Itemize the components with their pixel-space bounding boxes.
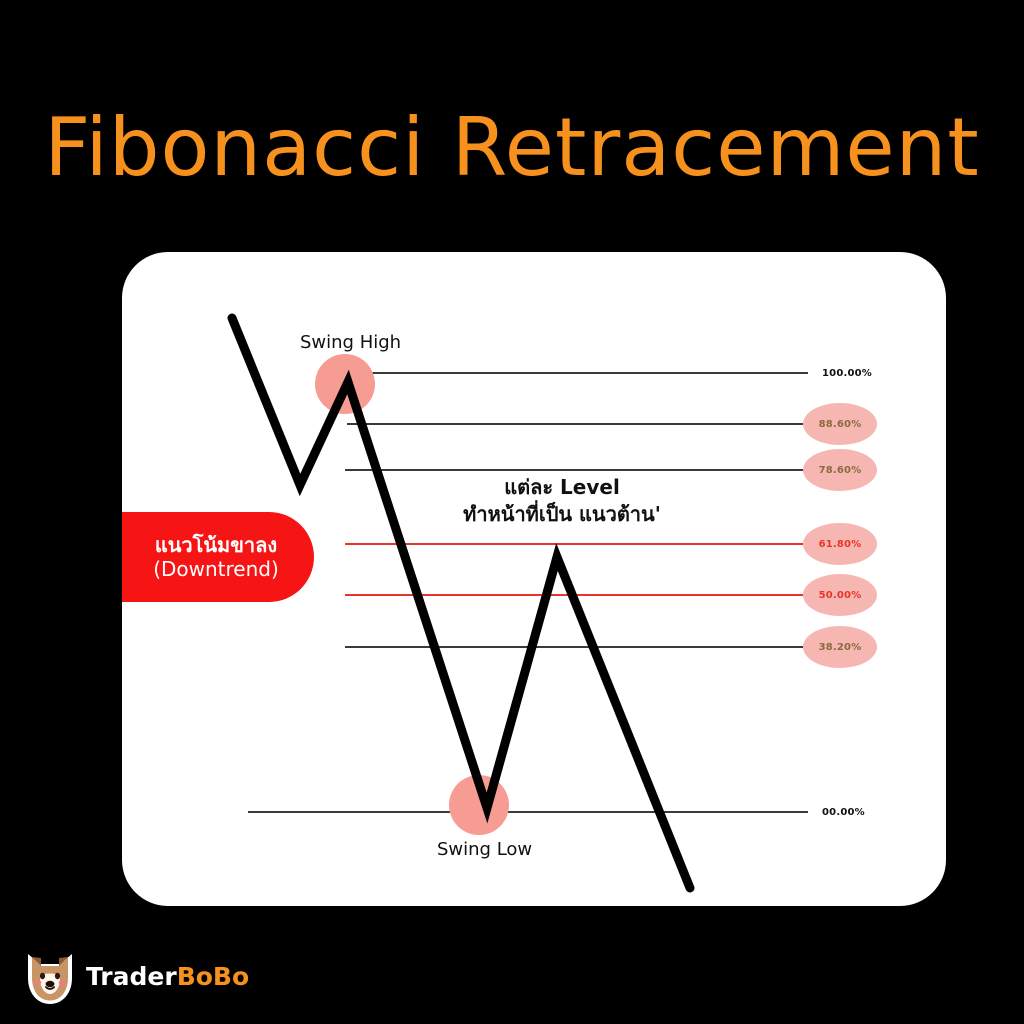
brand-logo-text: TraderBoBo [86, 964, 249, 989]
downtrend-badge: แนวโน้มขาลง (Downtrend) [122, 512, 314, 602]
center-note-line-2: ทำหน้าที่เป็น แนวต้าน' [463, 502, 661, 526]
fib-level-label: 00.00% [822, 806, 865, 818]
logo-text-bobo: BoBo [176, 961, 250, 991]
chart-card: แนวโน้มขาลง (Downtrend) Swing High Swing… [122, 252, 946, 906]
center-note-line-1: แต่ละ Level [504, 475, 620, 499]
logo-text-trader: Trader [86, 961, 177, 991]
fib-level-lines [248, 372, 808, 813]
shiba-dog-face-icon [22, 944, 78, 1008]
center-note: แต่ละ Level ทำหน้าที่เป็น แนวต้าน' [432, 474, 692, 528]
fibonacci-chart [227, 313, 808, 893]
fib-level-label: 100.00% [822, 367, 873, 379]
downtrend-thai-label: แนวโน้มขาลง [154, 532, 278, 557]
fib-level-label: 38.20% [803, 626, 877, 668]
page-title: Fibonacci Retracement [44, 101, 980, 194]
brand-logo: TraderBoBo [22, 938, 249, 1014]
downtrend-english-label: (Downtrend) [153, 557, 279, 581]
swing-low-label: Swing Low [437, 839, 533, 860]
fib-level-label: 50.00% [803, 574, 877, 616]
price-zigzag-line [227, 313, 695, 893]
fib-level-label: 61.80% [803, 523, 877, 565]
fib-level-label: 78.60% [803, 449, 877, 491]
fib-level-label: 88.60% [803, 403, 877, 445]
swing-high-label: Swing High [300, 332, 402, 353]
